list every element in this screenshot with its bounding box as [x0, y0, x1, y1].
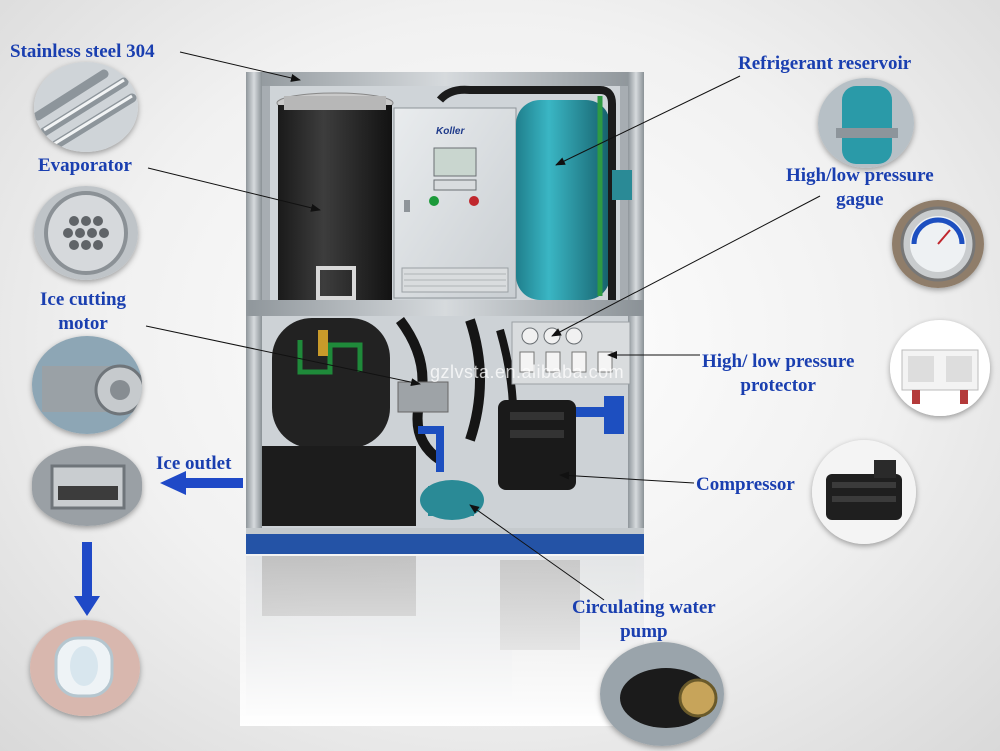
label-ice-cutting-motor: Ice cutting motor [40, 288, 126, 336]
label-pressure-protector: High/ low pressure protector [702, 350, 854, 398]
compressor-image [812, 440, 916, 544]
ice-tube-image [30, 620, 140, 716]
label-gauge-line2: gague [836, 189, 884, 210]
label-compressor: Compressor [696, 474, 795, 495]
label-pump-line1: Circulating water [572, 597, 716, 618]
label-refrigerant-reservoir: Refrigerant reservoir [738, 53, 912, 74]
label-circulating-pump: Circulating water pump [572, 596, 716, 644]
refrigerant-reservoir-image [818, 78, 914, 168]
watermark: gzlvsta.en.alibaba.com [430, 362, 625, 382]
brand-logo: Koller [436, 126, 465, 137]
ice-cutting-motor-image [32, 336, 142, 434]
label-ice-cutting-line2: motor [58, 313, 108, 334]
label-protector-line2: protector [740, 375, 816, 396]
ice-outlet-image [32, 446, 142, 526]
stainless-steel-pipes-image [34, 62, 138, 152]
label-evaporator: Evaporator [38, 155, 132, 176]
label-ice-cutting-line1: Ice cutting [40, 289, 127, 310]
label-pump-line2: pump [620, 621, 668, 642]
water-pump-image [600, 642, 724, 746]
pressure-gauge-image [892, 200, 984, 288]
evaporator-image [34, 186, 138, 280]
label-protector-line1: High/ low pressure [702, 351, 855, 372]
label-stainless-steel: Stainless steel 304 [10, 41, 155, 62]
pressure-protector-image [890, 320, 990, 416]
label-gauge-line1: High/low pressure [786, 165, 934, 186]
label-pressure-gauge: High/low pressure gague [786, 164, 934, 212]
label-ice-outlet: Ice outlet [156, 453, 232, 474]
